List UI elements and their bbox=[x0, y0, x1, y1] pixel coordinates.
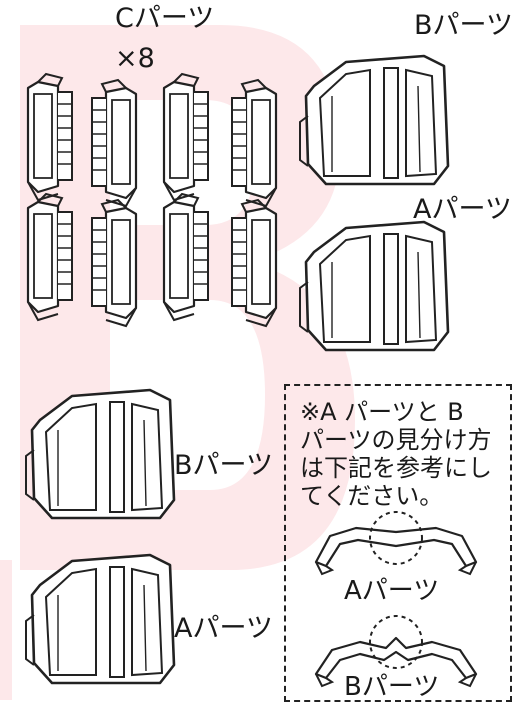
c-part-4 bbox=[230, 78, 278, 208]
a-part-caption: Aパーツ bbox=[344, 576, 440, 606]
note-line-3: は下記を参考にし bbox=[300, 454, 492, 482]
b-part-top bbox=[298, 54, 450, 186]
note-line-1: ※A パーツと B bbox=[300, 398, 464, 426]
c-part-7 bbox=[162, 192, 210, 322]
b-part-highlight-circle bbox=[369, 615, 423, 669]
c-part-6 bbox=[90, 198, 138, 328]
note-line-4: てください。 bbox=[300, 482, 444, 510]
c-parts-label: Cパーツ bbox=[115, 3, 215, 34]
c-part-3 bbox=[162, 72, 210, 202]
b-parts-label-left: Bパーツ bbox=[174, 450, 273, 481]
a-parts-label-top: Aパーツ bbox=[413, 194, 512, 225]
identification-note-text: ※A パーツと B パーツの見分け方 は下記を参考にし てください。 bbox=[300, 398, 505, 510]
a-part-left bbox=[24, 553, 176, 685]
b-part-left bbox=[24, 388, 176, 520]
c-part-8 bbox=[230, 198, 278, 328]
a-part-top bbox=[298, 220, 450, 352]
identification-note-box: ※A パーツと B パーツの見分け方 は下記を参考にし てください。 Aパーツ … bbox=[284, 384, 512, 702]
b-parts-label-top: Bパーツ bbox=[414, 10, 513, 41]
c-part-5 bbox=[26, 192, 74, 322]
a-parts-label-left: Aパーツ bbox=[174, 613, 273, 644]
note-line-2: パーツの見分け方 bbox=[300, 426, 492, 454]
a-part-highlight-circle bbox=[369, 511, 423, 565]
c-parts-count: ×8 bbox=[115, 43, 155, 74]
c-part-2 bbox=[90, 78, 138, 208]
b-part-profile bbox=[314, 636, 478, 688]
b-part-caption: Bパーツ bbox=[344, 672, 440, 702]
c-part-1 bbox=[26, 72, 74, 202]
